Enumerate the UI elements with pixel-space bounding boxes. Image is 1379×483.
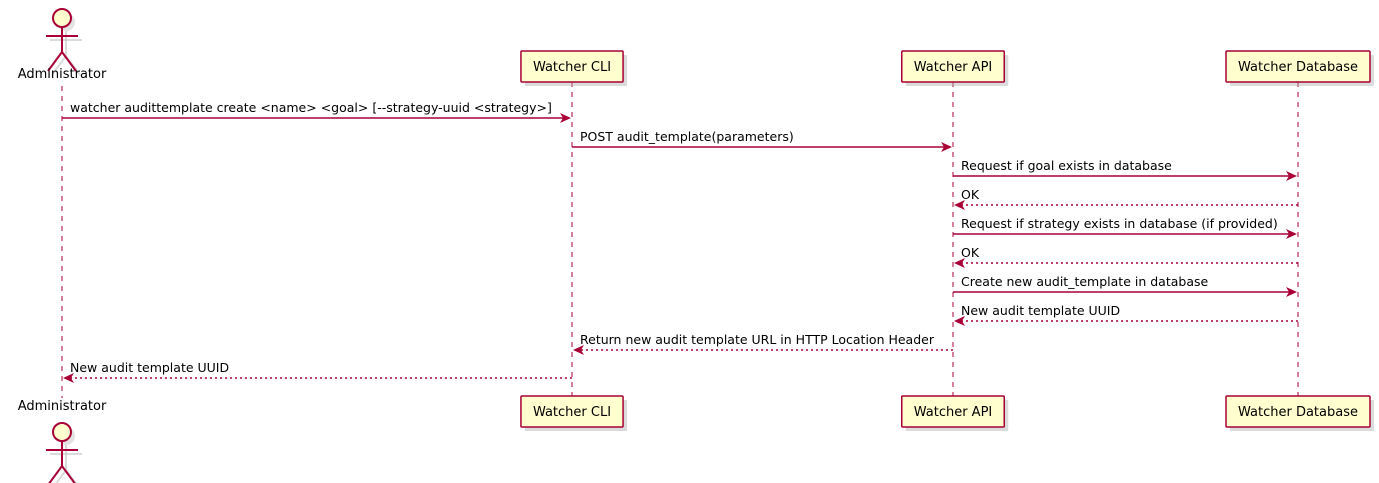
participant-label-watcher-database: Watcher Database — [1238, 405, 1358, 420]
actor-head-icon — [52, 8, 72, 28]
participant-label-watcher-api: Watcher API — [914, 60, 993, 75]
participant-box-watcher-cli-bottom[interactable]: Watcher CLI — [520, 395, 628, 431]
arrowhead-icon — [560, 113, 571, 123]
arrowhead-icon — [1286, 287, 1297, 297]
message-label: Request if strategy exists in database (… — [961, 216, 1278, 231]
actor-head-icon — [52, 422, 72, 442]
actor-label-administrator: Administrator — [18, 399, 107, 414]
arrowhead-icon — [941, 142, 952, 152]
message-label: watcher audittemplate create <name> <goa… — [70, 100, 552, 115]
lifelines-layer — [61, 82, 1299, 398]
messages-layer: watcher audittemplate create <name> <goa… — [62, 100, 1298, 383]
participant-box-watcher-database-bottom[interactable]: Watcher Database — [1225, 395, 1374, 431]
message-5[interactable]: Request if strategy exists in database (… — [953, 216, 1297, 239]
message-8[interactable]: New audit template UUID — [954, 303, 1298, 326]
message-label: Create new audit_template in database — [961, 274, 1208, 289]
message-3[interactable]: Request if goal exists in database — [953, 158, 1297, 181]
participant-box-watcher-cli-top[interactable]: Watcher CLI — [520, 50, 628, 86]
actor-administrator-bottom[interactable]: Administrator — [18, 399, 107, 483]
participant-label-watcher-api: Watcher API — [914, 405, 993, 420]
message-6[interactable]: OK — [954, 245, 1298, 268]
arrowhead-icon — [954, 200, 965, 210]
arrowhead-icon — [954, 258, 965, 268]
participant-label-watcher-cli: Watcher CLI — [533, 405, 611, 420]
arrowhead-icon — [63, 373, 74, 383]
arrowhead-icon — [1286, 171, 1297, 181]
message-9[interactable]: Return new audit template URL in HTTP Lo… — [573, 332, 953, 355]
message-label: POST audit_template(parameters) — [580, 129, 794, 144]
participant-box-watcher-api-top[interactable]: Watcher API — [900, 50, 1009, 86]
message-4[interactable]: OK — [954, 187, 1298, 210]
message-label: OK — [961, 187, 980, 202]
participant-label-watcher-database: Watcher Database — [1238, 60, 1358, 75]
message-1[interactable]: watcher audittemplate create <name> <goa… — [62, 100, 571, 123]
message-label: Return new audit template URL in HTTP Lo… — [580, 332, 935, 347]
arrowhead-icon — [1286, 229, 1297, 239]
participant-box-watcher-api-bottom[interactable]: Watcher API — [900, 395, 1009, 431]
participant-box-watcher-database-top[interactable]: Watcher Database — [1225, 50, 1374, 86]
participant-label-watcher-cli: Watcher CLI — [533, 60, 611, 75]
message-2[interactable]: POST audit_template(parameters) — [572, 129, 952, 152]
message-label: New audit template UUID — [70, 360, 229, 375]
actor-label-administrator: Administrator — [18, 67, 107, 82]
message-label: Request if goal exists in database — [961, 158, 1172, 173]
message-7[interactable]: Create new audit_template in database — [953, 274, 1297, 297]
message-10[interactable]: New audit template UUID — [63, 360, 572, 383]
actor-administrator-top[interactable]: Administrator — [18, 8, 107, 82]
arrowhead-icon — [573, 345, 584, 355]
message-label: OK — [961, 245, 980, 260]
message-label: New audit template UUID — [961, 303, 1120, 318]
arrowhead-icon — [954, 316, 965, 326]
